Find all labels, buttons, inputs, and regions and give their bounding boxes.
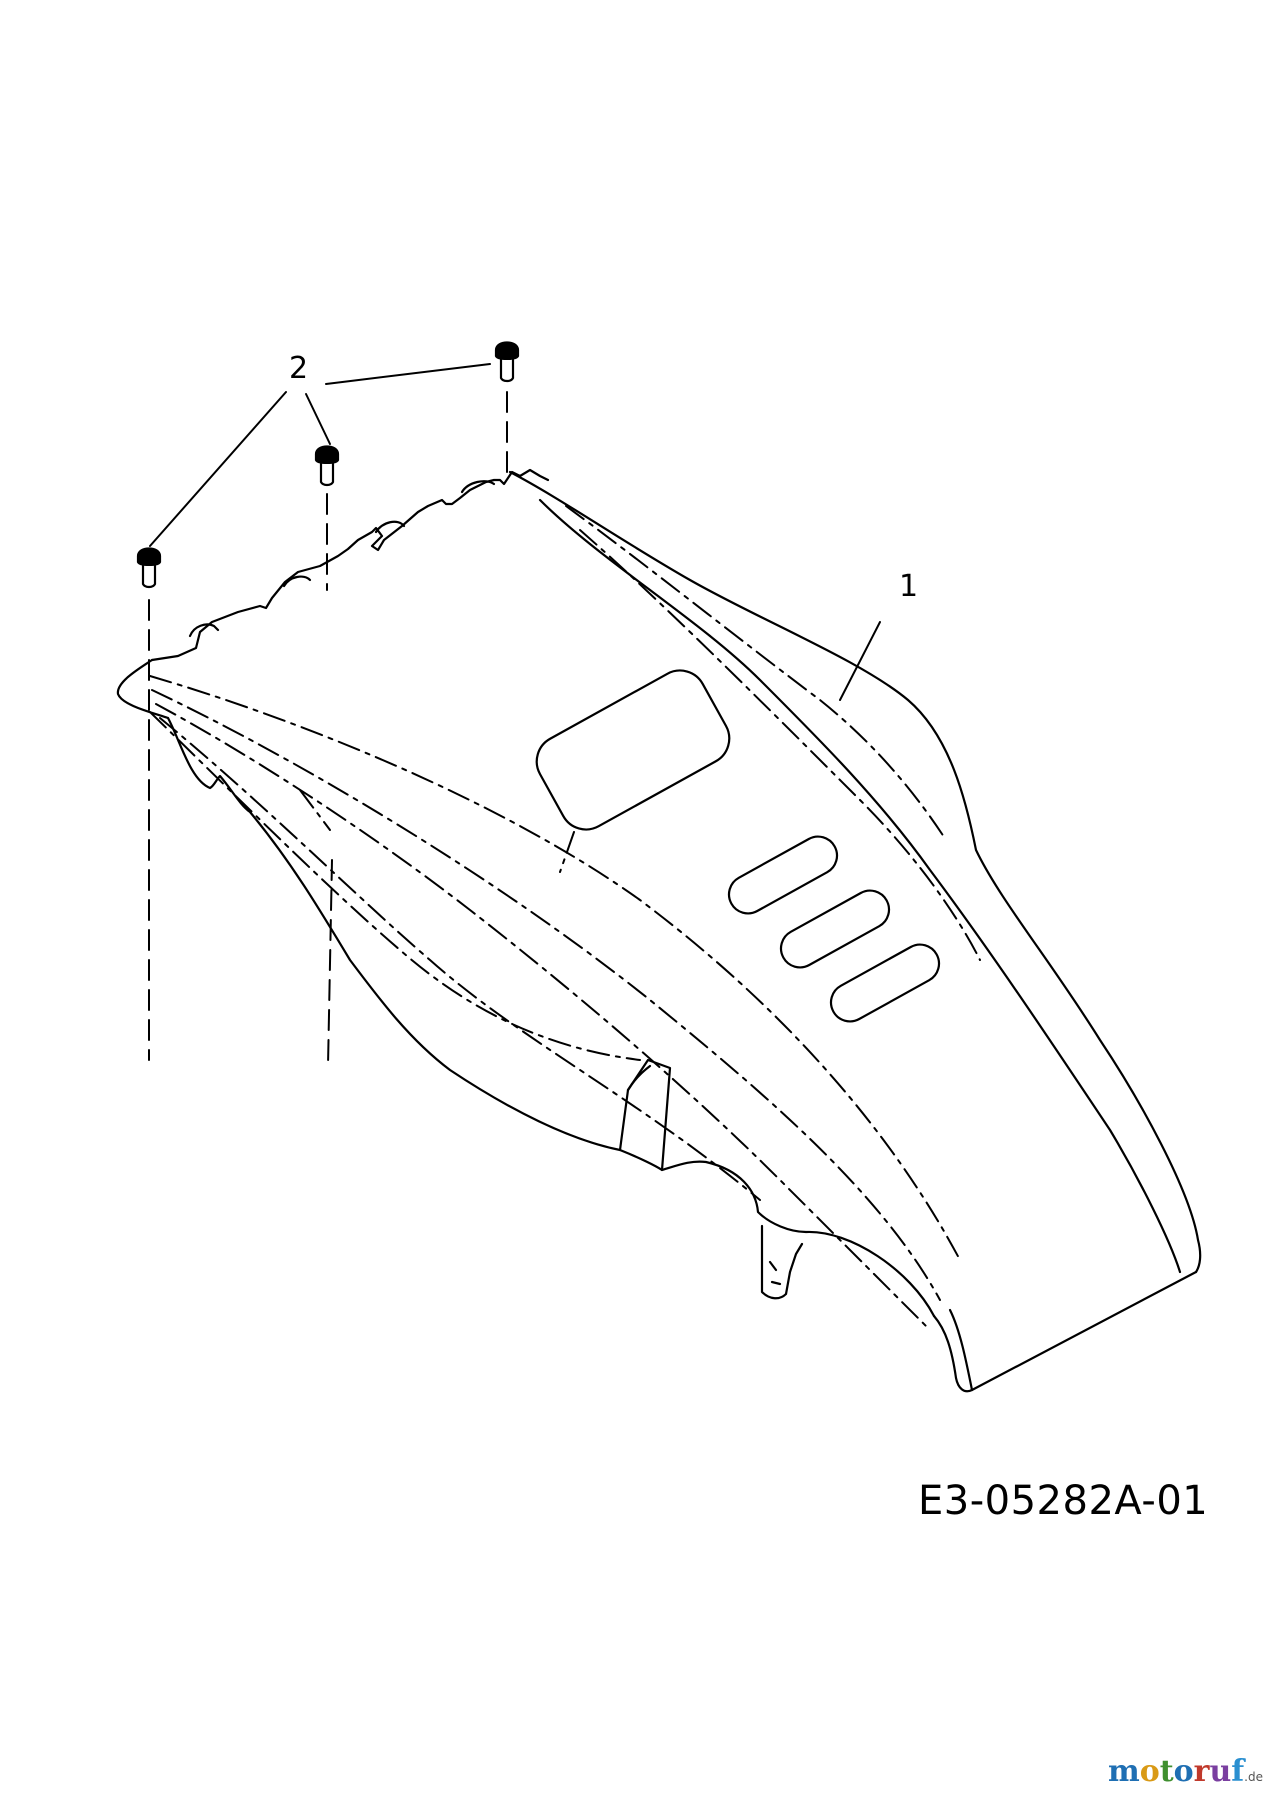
leader-2-to-screw-2	[305, 393, 331, 445]
cover-left-skirt-edge	[166, 716, 936, 1318]
screw-1	[136, 547, 162, 589]
cover-rear-lip	[948, 1308, 974, 1392]
assembly-lines	[148, 391, 508, 1067]
cover-right-top-edge	[508, 470, 1202, 1274]
cover-rear-bottom-edge	[932, 1270, 1198, 1393]
vent-slot-2	[779, 889, 891, 969]
leader-lines	[149, 363, 881, 701]
cover-back-edge-with-tabs	[150, 468, 550, 662]
leader-2-to-screw-3	[325, 363, 491, 385]
screw-2	[314, 445, 340, 487]
cover-skirt-bracket	[618, 1058, 672, 1172]
watermark-logo: motoruf.de	[1108, 1754, 1263, 1789]
watermark-suffix: .de	[1244, 1770, 1263, 1784]
cover-part	[116, 468, 1202, 1393]
leader-2-to-screw-1	[149, 391, 287, 547]
vent-slot-3	[829, 943, 941, 1023]
callout-1: 1	[899, 569, 918, 604]
callout-2: 2	[289, 351, 308, 386]
grip-window	[535, 669, 731, 831]
cover-right-inner-edge	[538, 498, 1182, 1274]
screw-3	[494, 341, 520, 383]
hidden-lines	[149, 505, 981, 1331]
tab-3	[374, 520, 406, 534]
watermark-letter: f	[1231, 1754, 1245, 1789]
watermark-letter: u	[1209, 1754, 1232, 1789]
watermark-letter: t	[1159, 1754, 1174, 1789]
watermark-letter: o	[1173, 1754, 1194, 1789]
screws	[136, 341, 520, 589]
tab-1	[188, 623, 220, 638]
watermark-letter: m	[1108, 1754, 1140, 1789]
skirt-axis	[327, 859, 333, 1067]
leader-1-to-cover	[839, 621, 881, 701]
watermark-letter: o	[1139, 1754, 1160, 1789]
drawing-number: E3-05282A-01	[918, 1478, 1209, 1524]
cover-mounting-foot	[760, 1224, 804, 1300]
tab-4	[460, 480, 496, 494]
tab-2	[282, 575, 312, 588]
watermark-letter: r	[1193, 1754, 1210, 1789]
vent-slot-1	[727, 835, 839, 915]
cover-left-lip	[116, 658, 170, 720]
